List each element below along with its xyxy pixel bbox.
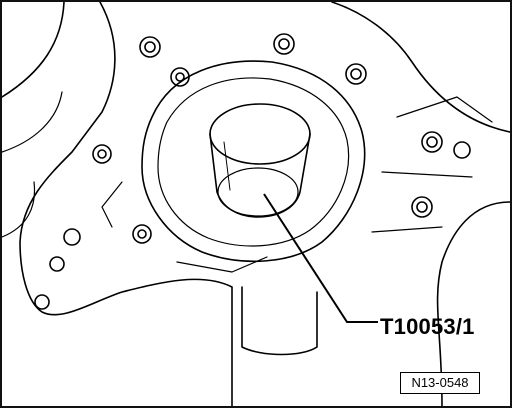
sleeve-tool-top	[209, 103, 311, 165]
seal-flange	[141, 60, 366, 263]
cover-outline	[19, 2, 233, 406]
bolt-9	[63, 228, 81, 246]
tool-callout-label: T10053/1	[380, 314, 475, 339]
left-housing-outline	[2, 2, 65, 98]
bolt-7	[421, 131, 443, 153]
bolt-2	[273, 33, 295, 55]
bolt-12	[34, 294, 50, 310]
bolt-11	[411, 196, 433, 218]
callout-leader-line	[263, 193, 378, 323]
bolt-10	[49, 256, 65, 272]
figure-id-box: N13-0548	[400, 372, 480, 394]
bolt-3	[170, 67, 190, 87]
bolt-5	[92, 144, 112, 164]
bolt-6	[132, 224, 152, 244]
bolt-1	[139, 36, 161, 58]
bolt-4	[345, 63, 367, 85]
bolt-8	[453, 141, 471, 159]
